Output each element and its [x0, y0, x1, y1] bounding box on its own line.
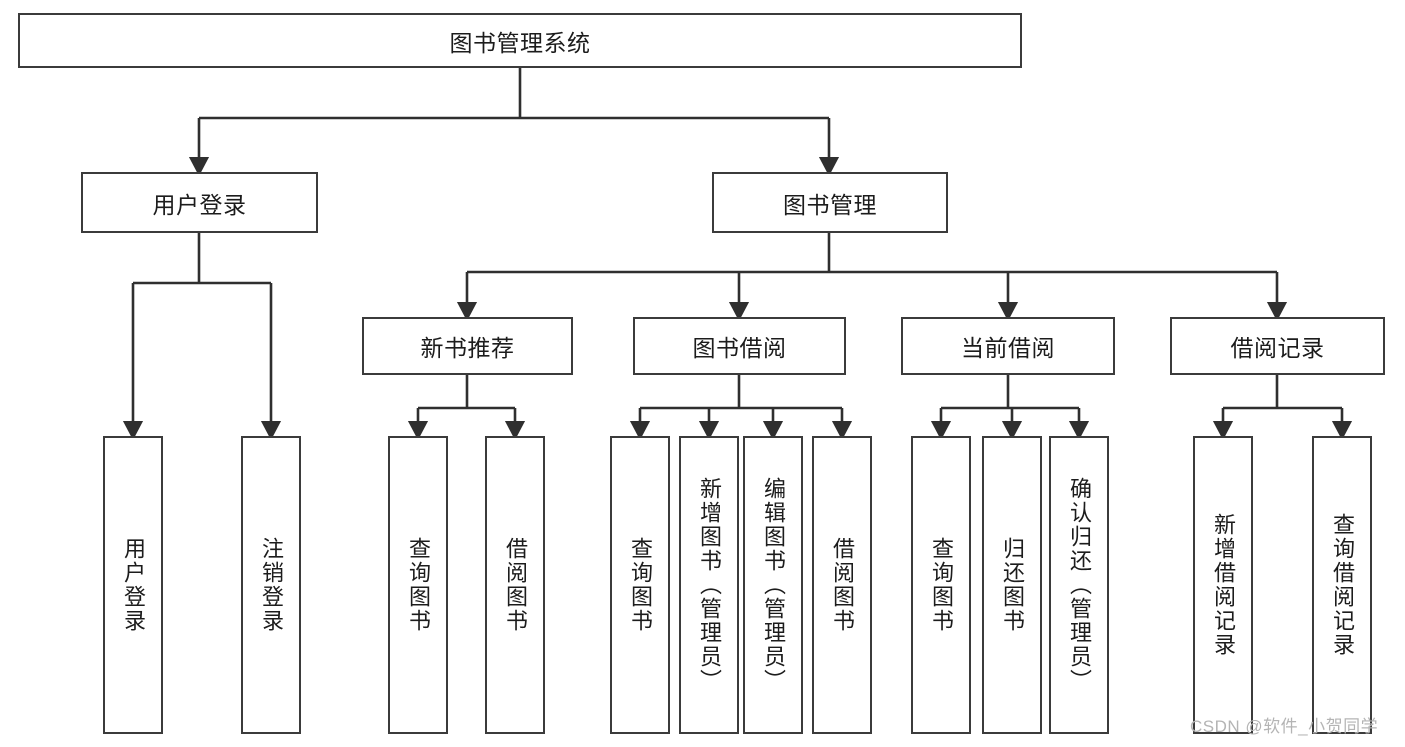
- node-label: 图书管理: [783, 191, 877, 218]
- node-label: 新增借阅记录: [1211, 513, 1236, 657]
- leaf-current-borrow-confirm-return[interactable]: 确认归还（管理员）: [1049, 436, 1109, 734]
- node-label: 当前借阅: [961, 335, 1055, 361]
- node-book-borrow[interactable]: 图书借阅: [633, 317, 846, 375]
- node-label: 查询借阅记录: [1330, 513, 1355, 657]
- node-label: 新增图书（管理员）: [697, 477, 722, 693]
- leaf-book-borrow-add[interactable]: 新增图书（管理员）: [679, 436, 739, 734]
- leaf-borrow-record-query[interactable]: 查询借阅记录: [1312, 436, 1372, 734]
- node-label: 查询图书: [406, 537, 431, 633]
- leaf-new-book-borrow[interactable]: 借阅图书: [485, 436, 545, 734]
- node-label: 用户登录: [121, 537, 146, 633]
- node-root-system[interactable]: 图书管理系统: [18, 13, 1022, 68]
- node-label: 借阅图书: [503, 537, 528, 633]
- node-label: 编辑图书（管理员）: [761, 477, 786, 693]
- node-label: 图书借阅: [692, 335, 787, 361]
- node-book-management[interactable]: 图书管理: [712, 172, 948, 233]
- node-borrow-record[interactable]: 借阅记录: [1170, 317, 1385, 375]
- leaf-borrow-record-add[interactable]: 新增借阅记录: [1193, 436, 1253, 734]
- leaf-book-borrow-edit[interactable]: 编辑图书（管理员）: [743, 436, 803, 734]
- node-label: 归还图书: [1000, 537, 1025, 633]
- node-current-borrow[interactable]: 当前借阅: [901, 317, 1115, 375]
- leaf-book-borrow-query[interactable]: 查询图书: [610, 436, 670, 734]
- node-label: 注销登录: [259, 537, 284, 633]
- node-label: 借阅图书: [830, 537, 855, 633]
- leaf-new-book-query[interactable]: 查询图书: [388, 436, 448, 734]
- node-label: 图书管理系统: [449, 29, 591, 56]
- node-new-book-recommend[interactable]: 新书推荐: [362, 317, 573, 375]
- leaf-user-login-logout[interactable]: 注销登录: [241, 436, 301, 734]
- node-label: 查询图书: [628, 537, 653, 633]
- node-label: 确认归还（管理员）: [1067, 477, 1092, 693]
- node-label: 用户登录: [152, 191, 247, 218]
- node-label: 借阅记录: [1230, 335, 1325, 361]
- leaf-current-borrow-query[interactable]: 查询图书: [911, 436, 971, 734]
- leaf-current-borrow-return[interactable]: 归还图书: [982, 436, 1042, 734]
- node-user-login[interactable]: 用户登录: [81, 172, 318, 233]
- node-label: 新书推荐: [420, 335, 515, 361]
- leaf-user-login-login[interactable]: 用户登录: [103, 436, 163, 734]
- node-label: 查询图书: [929, 537, 954, 633]
- watermark: CSDN @软件_小贺同学: [1190, 717, 1379, 736]
- leaf-book-borrow-borrow[interactable]: 借阅图书: [812, 436, 872, 734]
